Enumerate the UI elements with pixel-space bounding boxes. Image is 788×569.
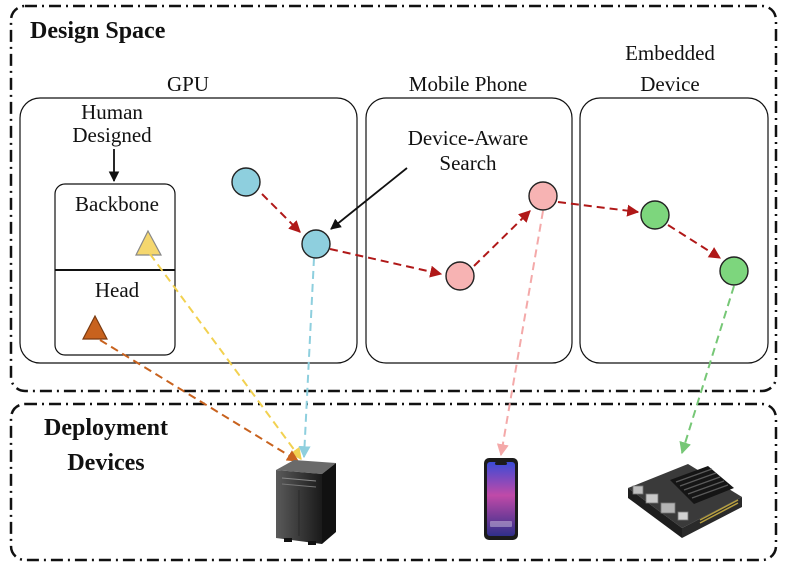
gpu-server-icon — [276, 460, 336, 545]
embedded-architecture-node — [640, 200, 670, 230]
device-aware-search-line2: Search — [439, 151, 497, 175]
search-edge — [667, 224, 722, 259]
deployment-region — [9, 402, 778, 562]
mobile-deploy-link — [496, 210, 544, 457]
search-edge — [329, 248, 443, 278]
deployment-title-line2: Devices — [67, 450, 144, 476]
design-space-region — [9, 4, 778, 393]
embedded-deploy-link — [679, 285, 735, 455]
human-designed-line2: Designed — [72, 123, 152, 147]
head-triangle-marker — [82, 314, 108, 340]
gpu-architecture-node — [231, 167, 261, 197]
mobile-architecture-node — [445, 261, 475, 291]
head-label: Head — [95, 278, 140, 302]
embedded-group-label-line2: Device — [640, 72, 699, 96]
gpu-group-box — [19, 97, 358, 364]
search-edge — [557, 201, 640, 217]
mobile-group-label: Mobile Phone — [409, 72, 527, 96]
head-deploy-link — [99, 339, 300, 462]
device-aware-search-line1: Device-Aware — [408, 126, 529, 150]
search-edge — [261, 193, 301, 233]
gpu-architecture-node — [301, 229, 331, 259]
embedded-group-label-line1: Embedded — [625, 41, 715, 65]
backbone-deploy-link — [149, 253, 302, 460]
embedded-group-box — [579, 97, 769, 364]
gpu-group-label: GPU — [167, 72, 209, 96]
human-designed-line1: Human — [81, 100, 143, 124]
backbone-label: Backbone — [75, 192, 159, 216]
embedded-board-icon — [628, 464, 742, 538]
mobile-architecture-node — [528, 181, 558, 211]
deployment-title-line1: Deployment — [44, 415, 168, 441]
embedded-architecture-node — [719, 256, 749, 286]
mobile-group-box — [365, 97, 573, 364]
search-edge — [473, 210, 531, 267]
mobile-phone-icon — [484, 458, 518, 540]
device-aware-search-arrow — [330, 167, 408, 230]
gpu-deploy-link — [298, 257, 315, 459]
design-space-title: Design Space — [30, 18, 166, 44]
backbone-triangle-marker — [135, 229, 163, 256]
